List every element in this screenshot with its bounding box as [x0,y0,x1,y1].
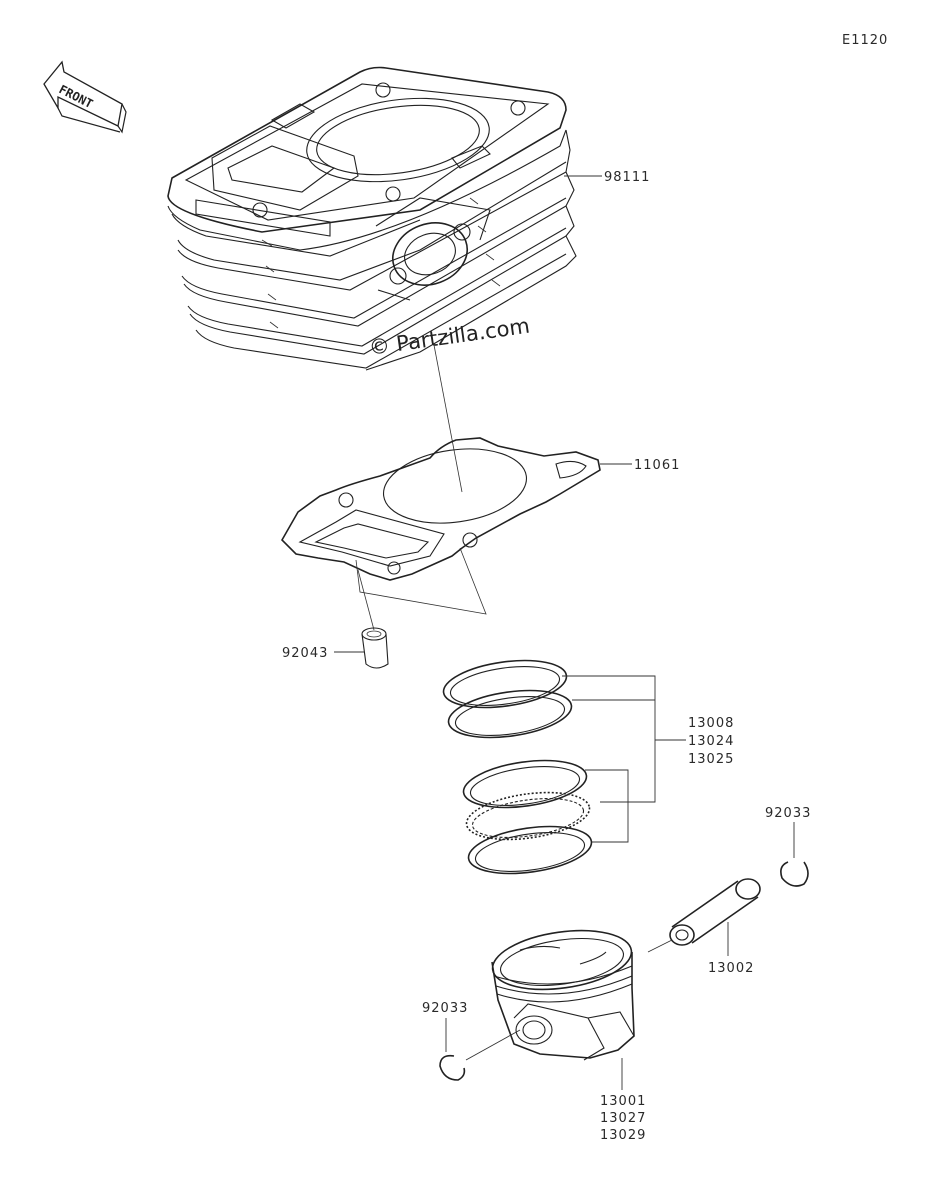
part-number-ring-3: 13025 [688,752,734,767]
base-gasket-drawing [281,437,601,581]
piston-drawing [491,929,635,1061]
cylinder-drawing [167,66,577,371]
ring-bracket-outer [562,675,656,803]
leader-circlip-to-piston [465,1029,521,1061]
piston-rings-drawing [442,659,593,875]
leader-pin-to-piston [647,939,673,953]
circlip-left-drawing [439,1054,466,1081]
front-arrow-icon: FRONT [43,60,127,134]
dowel-pin-leader-v [355,547,487,615]
dowel-pin-drawing [361,627,389,669]
part-number-piston-pin: 13002 [708,961,754,976]
diagram-code: E1120 [842,33,888,48]
part-number-piston-3: 13029 [600,1128,646,1143]
part-number-dowel-pin: 92043 [282,646,328,661]
circlip-right-drawing [780,861,809,887]
alignment-line [433,344,463,493]
part-number-piston-1: 13001 [600,1094,646,1109]
ring-bracket-inner [585,769,629,843]
part-number-circlip-left: 92033 [422,1001,468,1016]
dowel-pin-guide [357,569,375,631]
part-number-piston-2: 13027 [600,1111,646,1126]
part-number-cylinder: 98111 [604,170,650,185]
part-number-ring-2: 13024 [688,734,734,749]
part-number-base-gasket: 11061 [634,458,680,473]
part-number-ring-1: 13008 [688,716,734,731]
piston-pin-drawing [669,878,761,946]
part-number-circlip-right: 92033 [765,806,811,821]
